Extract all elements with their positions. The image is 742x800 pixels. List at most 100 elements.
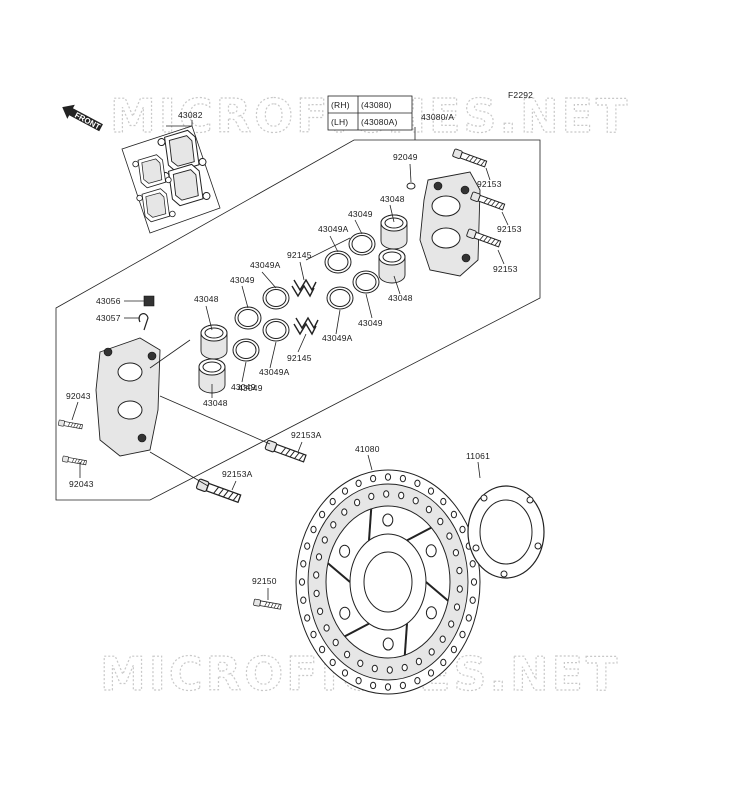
- disc-vent-holes: [298, 473, 478, 691]
- label-43080a: 43080/A: [421, 112, 454, 122]
- vent-hole: [330, 521, 337, 529]
- vent-hole: [357, 659, 364, 667]
- vent-hole: [323, 624, 330, 632]
- label-43049A-b: 43049A: [322, 333, 353, 343]
- vent-hole: [414, 677, 421, 685]
- table-rh-part: (43080): [361, 100, 392, 110]
- vent-hole: [384, 473, 392, 481]
- vent-hole: [298, 578, 306, 586]
- label-43049-e: 43049: [238, 383, 263, 393]
- table-lh-side: (LH): [331, 117, 348, 127]
- vent-hole: [319, 510, 326, 519]
- disc-spoke: [403, 623, 408, 656]
- label-11061: 11061: [466, 451, 490, 461]
- vent-hole: [425, 505, 432, 514]
- figure-code: F2292: [508, 90, 533, 100]
- disc-spokes: [327, 508, 449, 656]
- brake-disc-41080: [295, 469, 481, 695]
- table-lh-part: (43080A): [361, 117, 398, 127]
- label-43049A-d: 43049A: [259, 367, 290, 377]
- vent-hole: [313, 571, 320, 579]
- vent-hole: [383, 490, 390, 498]
- vent-hole: [415, 657, 422, 666]
- vent-hole: [319, 645, 326, 654]
- vent-hole: [440, 497, 447, 506]
- vent-hole: [399, 681, 406, 690]
- caliper-right: [419, 171, 481, 277]
- vent-hole: [355, 479, 362, 487]
- bleed-valve-43056: [143, 295, 155, 307]
- label-92153-a: 92153: [477, 179, 502, 189]
- label-43048-a: 43048: [380, 194, 405, 204]
- vent-hole: [332, 638, 339, 647]
- label-92043-a: 92043: [66, 391, 91, 401]
- vent-hole: [439, 635, 446, 643]
- label-43048-c: 43048: [194, 294, 219, 304]
- label-92043-b: 92043: [69, 479, 94, 489]
- label-92150: 92150: [252, 576, 277, 586]
- vent-hole: [384, 683, 392, 691]
- label-43048-d: 43048: [203, 398, 228, 408]
- front-arrow-icon: FRONT: [62, 104, 103, 132]
- vent-hole: [317, 607, 324, 615]
- vent-hole: [315, 553, 323, 561]
- cap-43057: [138, 313, 149, 331]
- disc-spoke: [425, 581, 449, 602]
- label-41080: 41080: [355, 444, 380, 454]
- disc-rivet: [382, 513, 394, 527]
- vent-hole: [300, 596, 307, 604]
- vent-hole: [370, 681, 377, 690]
- label-43049A-c: 43049A: [250, 260, 281, 270]
- vent-hole: [401, 663, 408, 672]
- disc-spoke: [344, 622, 370, 638]
- vent-hole: [310, 525, 317, 534]
- label-43049-c: 43049: [230, 275, 255, 285]
- vent-hole: [437, 517, 444, 526]
- table-rh-side: (RH): [331, 100, 350, 110]
- vent-hole: [452, 549, 459, 557]
- label-43049A-a: 43049A: [318, 224, 349, 234]
- label-43049-d: 43049: [231, 382, 256, 392]
- gasket-11061: [467, 485, 545, 579]
- vent-hole: [304, 542, 311, 550]
- vent-hole: [414, 479, 421, 487]
- label-92153-c: 92153: [493, 264, 518, 274]
- vent-hole: [446, 532, 453, 540]
- vent-hole: [448, 620, 455, 628]
- vent-hole: [470, 578, 478, 586]
- label-92153A-1: 92153A: [291, 430, 322, 440]
- vent-hole: [399, 474, 406, 483]
- vent-hole: [469, 596, 476, 604]
- vent-hole: [304, 614, 311, 622]
- vent-hole: [428, 648, 435, 656]
- vent-hole: [310, 630, 317, 639]
- label-92145-b: 92145: [287, 353, 312, 363]
- vent-hole: [427, 487, 435, 495]
- washer-92049: [406, 182, 416, 190]
- vent-hole: [371, 664, 378, 673]
- label-92153A-2: 92153A: [222, 469, 253, 479]
- brake-pad-set: [121, 120, 221, 234]
- disc-rivet: [425, 606, 437, 620]
- vent-hole: [412, 497, 419, 505]
- disc-spoke: [406, 526, 432, 542]
- vent-hole: [456, 585, 463, 593]
- vent-hole: [355, 677, 362, 685]
- disc-rivet: [425, 544, 437, 558]
- vent-hole: [370, 474, 377, 483]
- disc-rivet: [382, 637, 394, 651]
- caliper-left: [95, 337, 161, 457]
- label-43056: 43056: [96, 296, 121, 306]
- vent-hole: [354, 498, 361, 507]
- disc-spoke: [368, 508, 373, 541]
- vent-hole: [459, 525, 466, 534]
- front-label: FRONT: [73, 111, 102, 132]
- vent-hole: [321, 536, 328, 544]
- vent-hole: [313, 589, 320, 598]
- vent-hole: [450, 645, 457, 654]
- vent-hole: [341, 508, 348, 516]
- disc-spoke: [327, 562, 351, 583]
- vent-hole: [469, 560, 476, 568]
- vent-hole: [465, 614, 472, 622]
